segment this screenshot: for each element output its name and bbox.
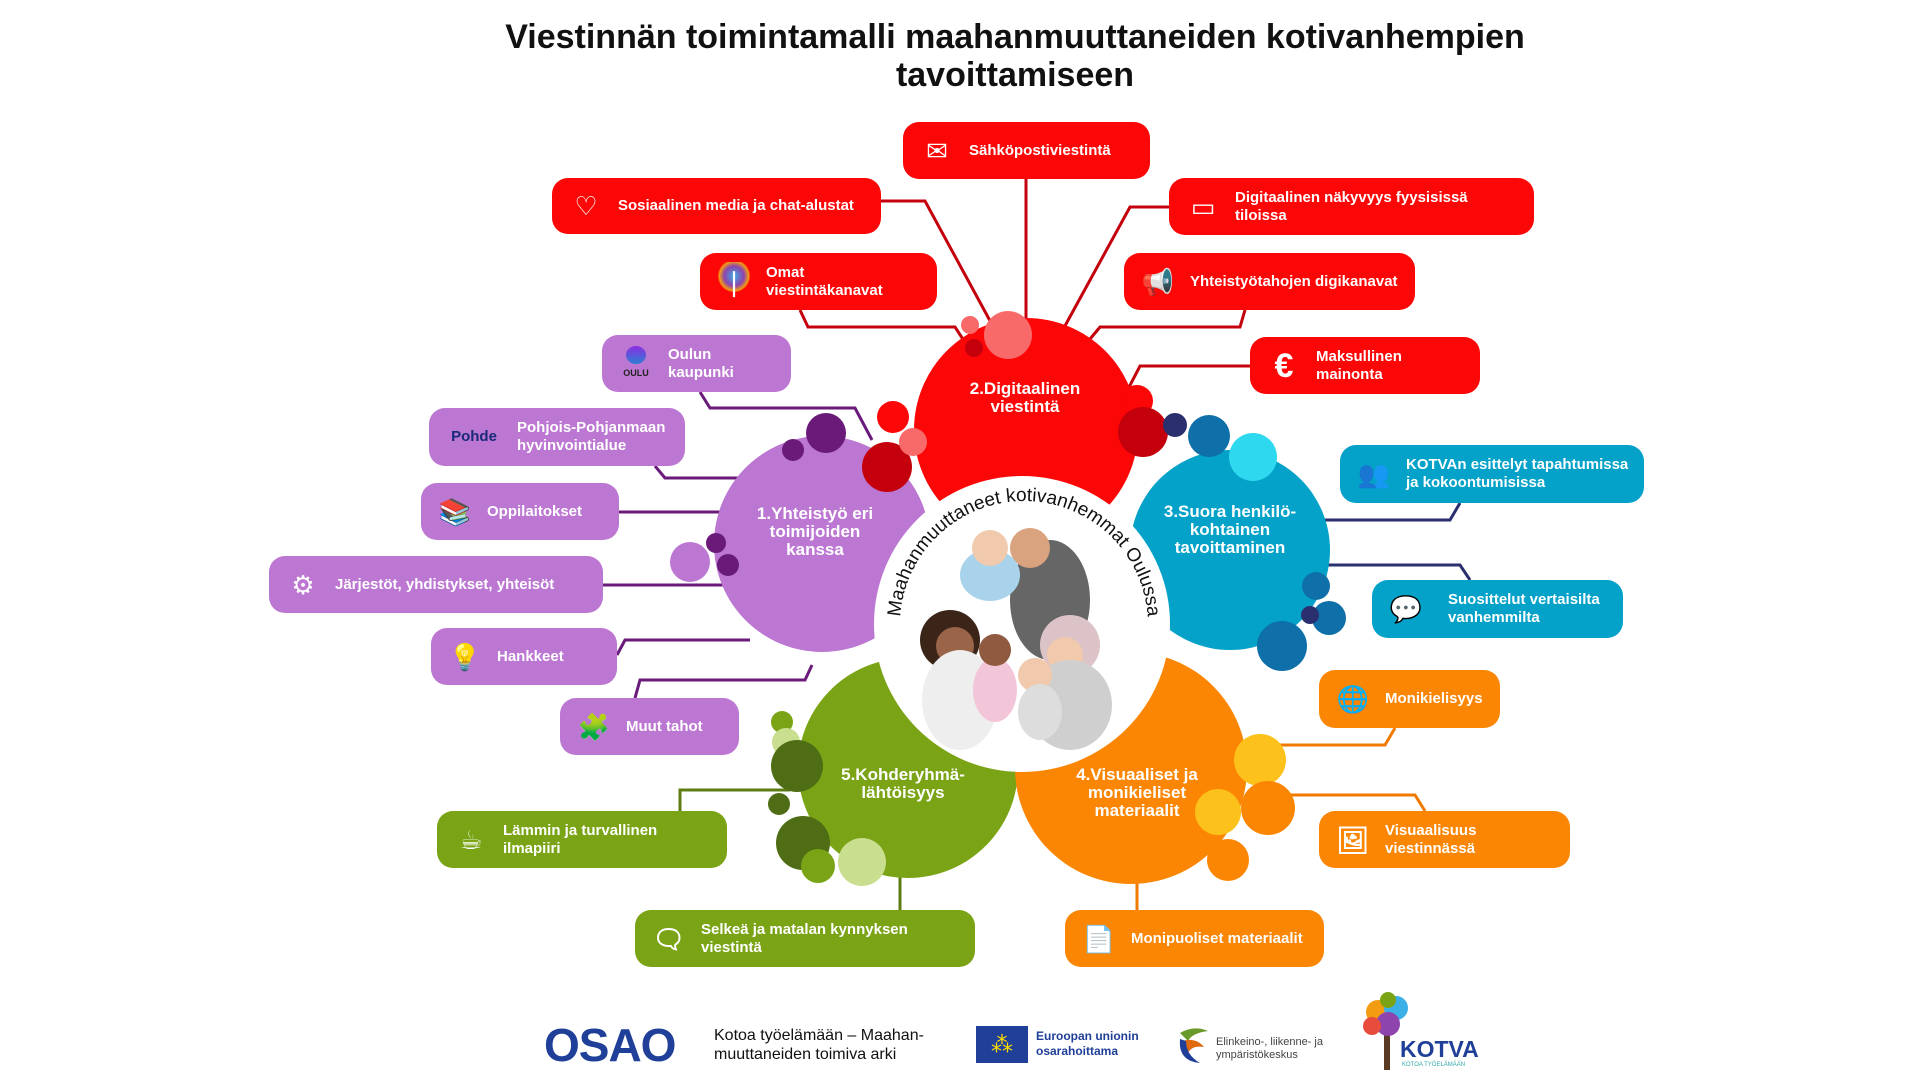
connector-oulu [698, 391, 874, 441]
family-photo [920, 528, 1112, 750]
item-organizations: ⚙Järjestöt, yhdistykset, yhteisöt [269, 556, 603, 613]
item-own-channels: ❘Omat viestintäkanavat [700, 253, 937, 310]
theme-circle-direct [1130, 450, 1330, 650]
item-partner-channels: 📢Yhteistyötahojen digikanavat [1124, 253, 1415, 310]
item-social-media: ♡Sosiaalinen media ja chat-alustat [552, 178, 881, 234]
item-peer-recommendations: 💬Suosittelut vertaisilta vanhemmilta [1372, 580, 1623, 638]
email-icon: ✉ [926, 135, 948, 166]
oulu-logo-icon: OULU [616, 344, 656, 384]
item-visuality: 🖼Visuaalisuus viestinnässä [1319, 811, 1570, 868]
item-others: 🧩Muut tahot [560, 698, 739, 755]
project-name: Kotoa työelämään – Maahan-muuttaneiden t… [714, 1027, 924, 1063]
theme-circle-cooperation [714, 436, 930, 652]
connector-display [1058, 205, 1169, 336]
item-digital-visibility: ▭Digitaalinen näkyvyys fyysisissä tilois… [1169, 178, 1534, 235]
puzzle-icon: 🧩 [577, 711, 611, 742]
idea-bulb-icon: 💡 [448, 641, 482, 672]
connector-partner-channels [1083, 309, 1247, 346]
item-kotva-events: 👥KOTVAn esittelyt tapahtumissa ja kokoon… [1340, 445, 1644, 503]
connector-visual [1265, 793, 1427, 812]
item-pohde: Pohde Pohjois-Pohjanmaan hyvinvointialue [429, 408, 685, 466]
eu-flag-icon: ⁂ [976, 1026, 1028, 1063]
connector-peers [1310, 563, 1472, 581]
theme-label-target-group: 5.Kohderyhmä-lähtöisyys [841, 765, 965, 802]
item-schools: 📚Oppilaitokset [421, 483, 619, 540]
connector-others [633, 664, 814, 699]
people-icon: 👥 [1357, 459, 1391, 489]
speaker-message-icon: 🗨 [652, 923, 686, 954]
connector-kotva-events [1310, 502, 1462, 522]
item-warm-atmosphere: ☕Lämmin ja turvallinen ilmapiiri [437, 811, 727, 868]
connector-multilingual [1265, 727, 1397, 747]
item-paid-ads: €Maksullinen mainonta [1250, 337, 1480, 394]
kotva-tree-icon [1363, 992, 1408, 1070]
kotva-logo: KOTVA KOTOA TYÖELÄMÄÄN [1358, 992, 1479, 1072]
globe-chat-icon: 🌐 [1336, 684, 1370, 714]
megaphone-network-icon: 📢 [1141, 266, 1175, 297]
connector-paid-ads [1123, 364, 1250, 396]
connector-pohde [653, 465, 760, 480]
network-people-icon: ⚙ [291, 569, 315, 600]
item-oulu: OULU Oulun kaupunki [602, 335, 791, 392]
item-projects: 💡Hankkeet [431, 628, 617, 685]
page-title: Viestinnän toimintamalli maahanmuuttanei… [505, 18, 1525, 94]
connector-warm [678, 788, 790, 811]
kotva-tree-icon: ❘ [714, 261, 754, 302]
warm-cup-icon: ☕ [459, 824, 483, 855]
decorative-bubbles [670, 311, 1346, 886]
connector-social [881, 199, 997, 331]
osao-logo: OSAO [544, 1019, 676, 1071]
item-multilingual: 🌐Monikielisyys [1319, 670, 1500, 728]
ely-logo-icon [1174, 1025, 1210, 1065]
image-video-icon: 🖼 [1336, 824, 1370, 855]
euro-icon: € [1274, 346, 1294, 385]
recommend-icon: 💬 [1389, 594, 1423, 624]
books-icon: 📚 [438, 496, 472, 527]
documents-icon: 📄 [1082, 923, 1116, 954]
connector-own-channels [798, 309, 972, 351]
monitor-icon: ▭ [1190, 191, 1216, 222]
item-clear-communication: 🗨Selkeä ja matalan kynnyksen viestintä [635, 910, 975, 967]
pohde-logo-icon: Pohde [451, 428, 497, 445]
connector-projects [615, 638, 750, 656]
social-media-icon: ♡ [574, 191, 598, 221]
item-email: ✉Sähköpostiviestintä [903, 122, 1150, 179]
item-varied-materials: 📄Monipuoliset materiaalit [1065, 910, 1324, 967]
